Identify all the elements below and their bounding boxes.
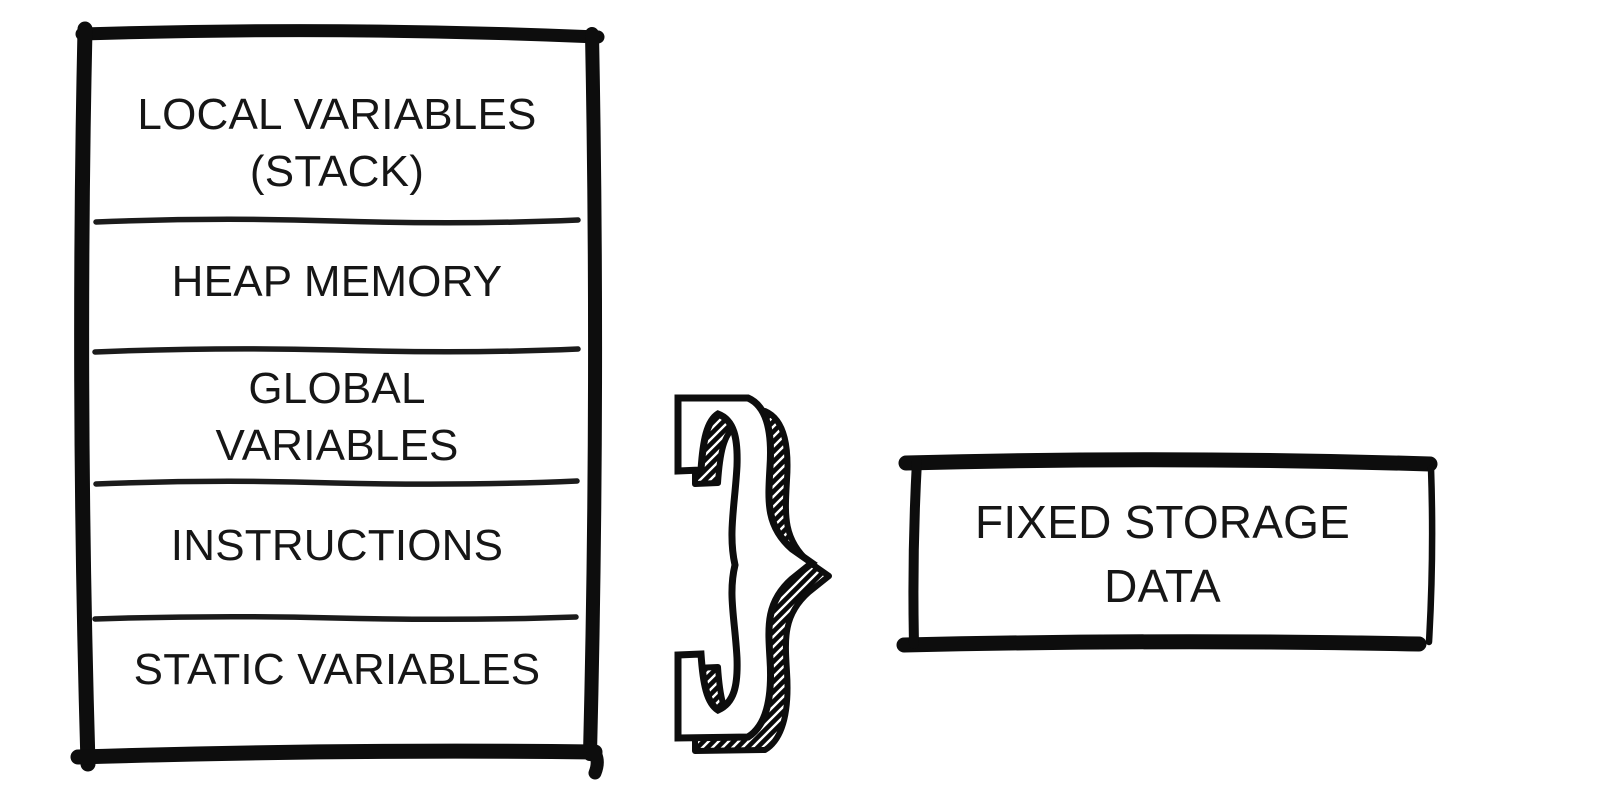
memory-box-border-bottom xyxy=(70,743,603,765)
memory-section-label: GLOBAL VARIABLES xyxy=(215,363,459,470)
memory-box-divider-4 xyxy=(92,613,579,623)
fixed-box-border-left xyxy=(908,456,922,649)
fixed-box-border-right xyxy=(1425,464,1436,646)
memory-section-instructions: INSTRUCTIONS xyxy=(92,486,582,615)
memory-section-local-variables: LOCAL VARIABLES (STACK) xyxy=(92,40,582,218)
memory-box-divider-3 xyxy=(93,478,580,487)
curly-brace-icon xyxy=(674,394,832,754)
memory-box-border-left xyxy=(74,21,96,772)
memory-box-divider-2 xyxy=(92,346,581,355)
memory-section-global-variables: GLOBAL VARIABLES xyxy=(92,354,582,480)
memory-box-corner-hook xyxy=(584,741,604,780)
fixed-box-border-bottom xyxy=(896,634,1427,653)
memory-section-heap-memory: HEAP MEMORY xyxy=(92,224,582,348)
memory-box-border-right xyxy=(583,27,603,761)
memory-box-border-top xyxy=(75,24,605,44)
memory-section-label: INSTRUCTIONS xyxy=(170,520,504,570)
fixed-box-border-top xyxy=(898,452,1438,472)
fixed-storage-label: FIXED STORAGE DATA xyxy=(975,495,1350,612)
memory-section-label: STATIC VARIABLES xyxy=(133,645,541,695)
curly-brace-body xyxy=(674,394,818,742)
fixed-storage-box: FIXED STORAGE DATA xyxy=(920,472,1405,636)
memory-section-label: LOCAL VARIABLES (STACK) xyxy=(137,89,537,196)
memory-section-static-variables: STATIC VARIABLES xyxy=(92,621,582,749)
memory-box-divider-1 xyxy=(93,216,581,226)
memory-section-label: HEAP MEMORY xyxy=(171,257,503,307)
